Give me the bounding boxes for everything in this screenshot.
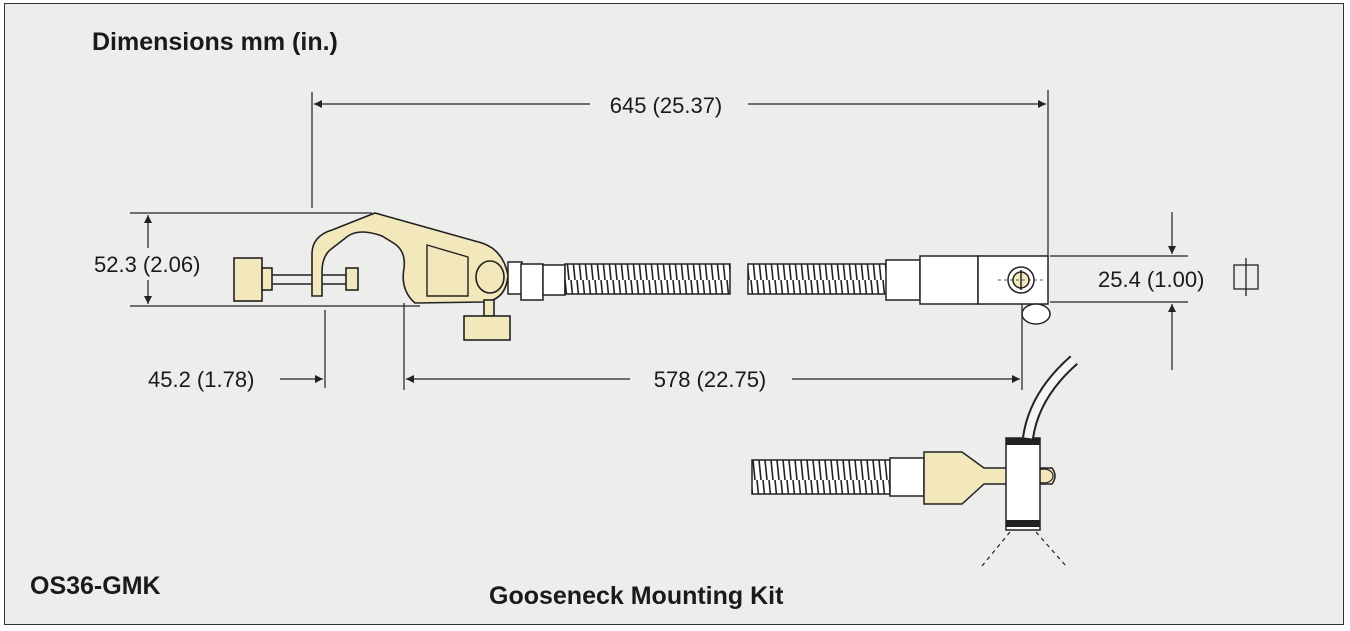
clamp-body [233, 212, 511, 341]
label-mount-diameter: 25.4 (1.00) [1098, 267, 1204, 292]
label-hose-length: 578 (22.75) [654, 367, 767, 392]
square-symbol-icon [1233, 258, 1259, 296]
extension-lines [130, 90, 1188, 390]
diagram-frame [4, 3, 1344, 625]
diagram-caption: Gooseneck Mounting Kit [489, 582, 784, 610]
label-clamp-height: 52.3 (2.06) [94, 252, 200, 277]
gooseneck-hose [564, 263, 889, 295]
diagram-title: Dimensions mm (in.) [92, 28, 338, 56]
model-number: OS36-GMK [30, 572, 161, 600]
label-overall-length: 645 (25.37) [610, 93, 723, 118]
sensor-mount-block [885, 255, 1051, 325]
detail-view [751, 355, 1078, 567]
label-clamp-offset: 45.2 (1.78) [148, 367, 254, 392]
hose-fitting-left [507, 261, 566, 301]
